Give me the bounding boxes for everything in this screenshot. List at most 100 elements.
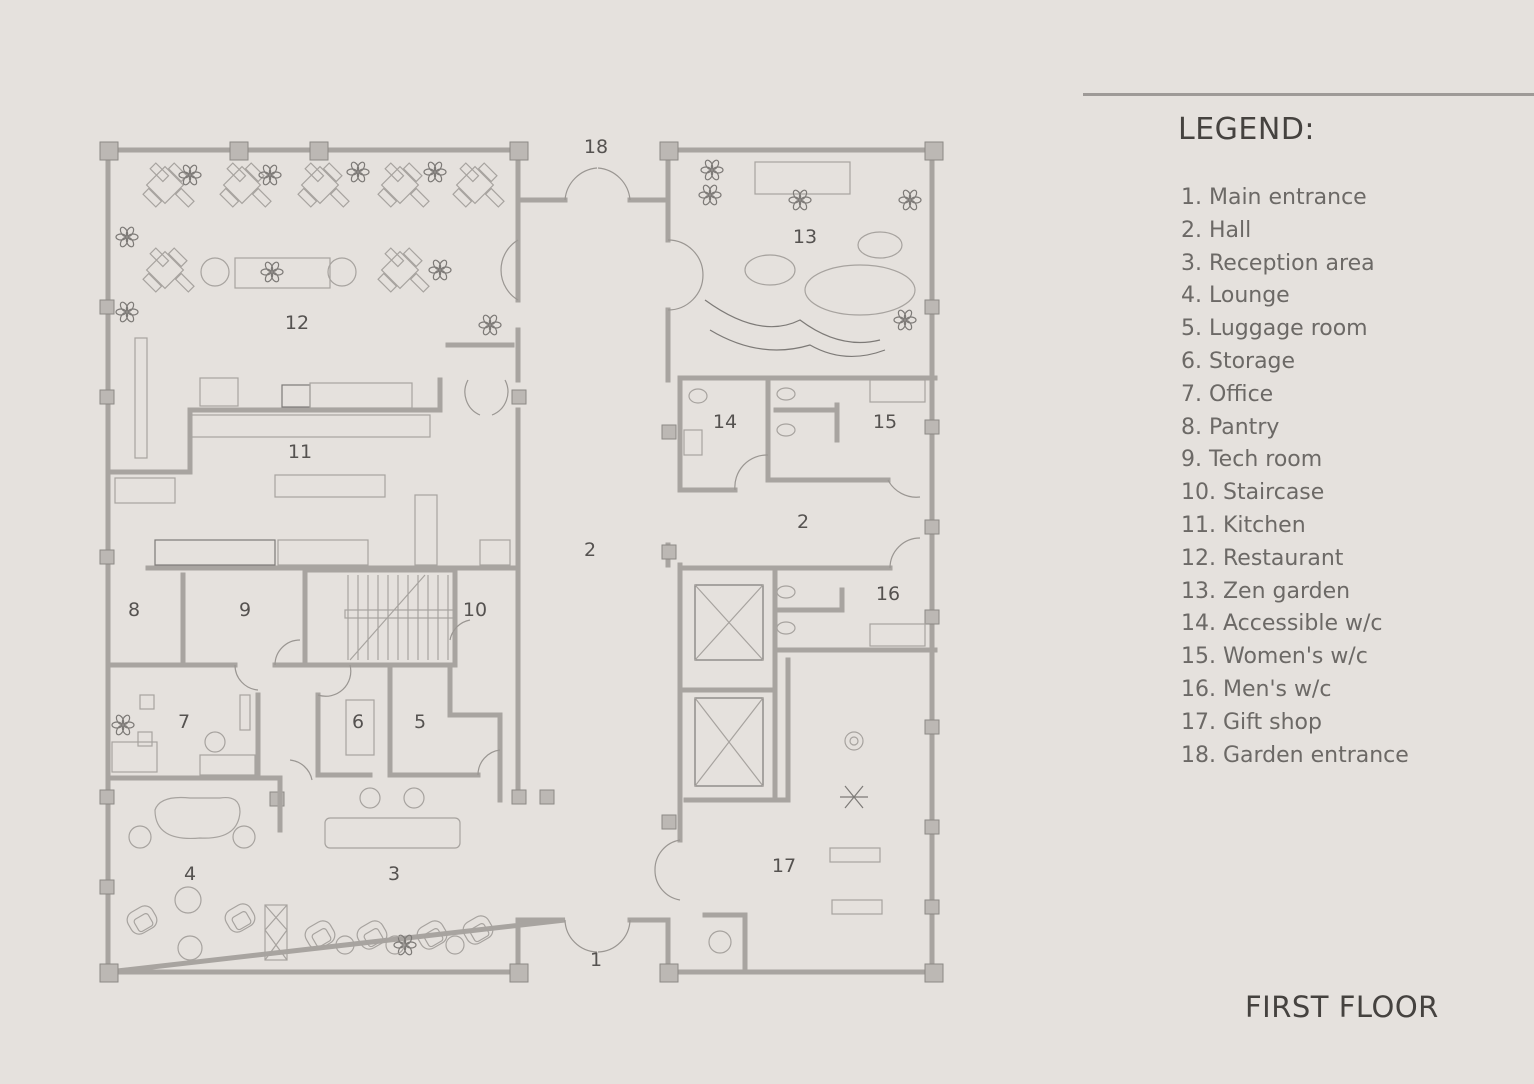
- leaf: [270, 272, 280, 283]
- wall-pier: [924, 719, 940, 735]
- chair: [384, 162, 405, 183]
- legend-list: 1. Main entrance 2. Hall 3. Reception ar…: [1181, 182, 1409, 772]
- room-label-3: 3: [388, 863, 400, 885]
- chair: [226, 162, 247, 183]
- leaf: [270, 261, 280, 272]
- legend-item: 13. Zen garden: [1181, 578, 1351, 604]
- table-top: [380, 165, 420, 205]
- armchair: [304, 920, 336, 950]
- leaf: [121, 725, 131, 736]
- wall-pier: [309, 141, 329, 161]
- room-label-16: 16: [876, 583, 900, 605]
- chair: [149, 162, 170, 183]
- plant-icon: [258, 164, 282, 186]
- room-label-4: 4: [184, 863, 196, 885]
- wall-pier: [539, 789, 555, 805]
- elevators: [694, 584, 764, 787]
- table-top: [222, 165, 262, 205]
- leaf: [268, 175, 278, 186]
- leaf: [111, 721, 123, 729]
- plant-icon: [478, 314, 502, 336]
- plant-icon: [178, 164, 202, 186]
- leaf: [710, 159, 720, 170]
- wall-pier: [924, 519, 940, 535]
- leaf: [903, 320, 913, 331]
- wall-pier: [924, 141, 944, 161]
- dining-table: [377, 162, 430, 208]
- exterior-walls: [105, 147, 935, 975]
- wall-pier: [661, 544, 677, 560]
- leaf: [898, 196, 910, 204]
- chair: [384, 247, 405, 268]
- leaf: [125, 301, 135, 312]
- legend-item: 15. Women's w/c: [1181, 644, 1368, 670]
- wall-pier: [99, 299, 115, 315]
- leaf: [178, 171, 190, 179]
- leaf: [708, 184, 718, 195]
- legend-item: 14. Accessible w/c: [1181, 611, 1383, 637]
- armchair: [126, 905, 158, 935]
- leaf: [710, 170, 720, 181]
- leaf: [800, 196, 812, 204]
- leaf: [698, 191, 710, 199]
- leaf: [119, 312, 129, 323]
- chair: [251, 187, 272, 208]
- armchair-seat: [423, 928, 444, 948]
- dining-table: [377, 247, 430, 293]
- leaf: [438, 270, 448, 281]
- chair: [477, 162, 498, 183]
- leaf: [262, 175, 272, 186]
- armchair-seat: [363, 928, 384, 948]
- legend-divider: [1083, 93, 1534, 96]
- leaf: [125, 226, 135, 237]
- room-label-18: 18: [584, 136, 608, 158]
- leaf: [125, 312, 135, 323]
- plant-icon: [393, 934, 417, 956]
- armchair: [356, 920, 388, 950]
- plant-icon: [893, 309, 917, 331]
- side-table: [335, 935, 355, 955]
- wall-pier: [924, 963, 944, 983]
- leaf: [438, 259, 448, 270]
- leaf: [125, 237, 135, 248]
- wall-pier: [99, 389, 115, 405]
- leaf: [188, 164, 198, 175]
- leaf: [350, 172, 360, 183]
- wall-pier: [99, 789, 115, 805]
- room-labels: 1 2 2 3 4 5 6 7 8 9 10 11 12 13 14 15 16…: [128, 136, 900, 971]
- leaf: [490, 321, 502, 329]
- leaf: [264, 272, 274, 283]
- armchair: [462, 915, 494, 945]
- legend-item: 12. Restaurant: [1181, 545, 1344, 571]
- room-label-1: 1: [590, 949, 602, 971]
- leaf: [264, 261, 274, 272]
- room-label-5: 5: [414, 711, 426, 733]
- leaf: [356, 161, 366, 172]
- leaf: [115, 233, 127, 241]
- room-label-14: 14: [713, 411, 737, 433]
- leaf: [488, 314, 498, 325]
- legend-item: 18. Garden entrance: [1181, 742, 1409, 768]
- chair: [377, 272, 398, 293]
- armchair-seat: [469, 923, 490, 943]
- chair: [167, 247, 188, 268]
- room-label-15: 15: [873, 411, 897, 433]
- chair: [304, 162, 325, 183]
- legend-item: 11. Kitchen: [1181, 512, 1306, 538]
- leaf: [903, 309, 913, 320]
- leaf: [700, 166, 712, 174]
- restaurant-tables: [142, 162, 505, 293]
- plant-icon: [428, 259, 452, 281]
- chair: [297, 187, 318, 208]
- legend-item: 3. Reception area: [1181, 250, 1375, 276]
- leaf: [427, 161, 437, 172]
- leaf: [427, 172, 437, 183]
- leaf: [482, 314, 492, 325]
- plant-icon: [898, 189, 922, 211]
- chair: [329, 187, 350, 208]
- chair: [322, 162, 343, 183]
- wall-pier: [511, 789, 527, 805]
- leaf: [488, 325, 498, 336]
- legend-item: 8. Pantry: [1181, 414, 1280, 440]
